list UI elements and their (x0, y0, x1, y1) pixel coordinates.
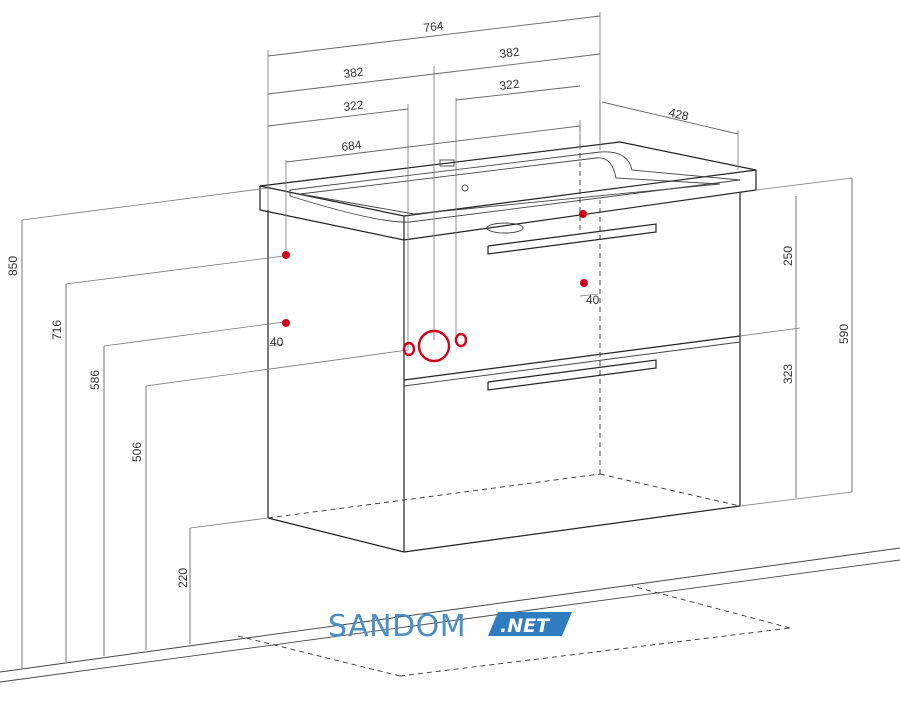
connection-point-upper-right (579, 210, 587, 218)
logo-badge (488, 612, 572, 636)
logo-badge-text: .NET (500, 615, 551, 637)
dim-428: 428 (667, 105, 690, 123)
water-inlet-right (454, 332, 468, 348)
connection-point-mid-right (580, 279, 588, 287)
right-dimensions (579, 177, 853, 507)
dim-850: 850 (6, 256, 20, 276)
dim-382-right: 382 (499, 45, 521, 61)
dim-40-left: 40 (270, 335, 284, 349)
dim-684: 684 (341, 138, 363, 154)
dim-716: 716 (50, 320, 64, 340)
dim-322-right: 322 (499, 77, 521, 93)
floor-plane (0, 547, 900, 683)
dim-506: 506 (130, 442, 144, 462)
dim-590: 590 (837, 324, 851, 344)
dim-250: 250 (781, 246, 795, 266)
logo-wordmark: SANDOM (328, 609, 466, 644)
water-inlet-left (402, 341, 416, 357)
connection-point-lower-left (282, 319, 290, 327)
dim-764: 764 (423, 19, 445, 35)
cabinet-body (259, 126, 757, 553)
connection-points (282, 210, 588, 363)
dim-323: 323 (781, 364, 795, 384)
dim-40-right: 40 (586, 293, 600, 307)
dim-586: 586 (88, 370, 102, 390)
connection-point-upper-left (282, 251, 290, 259)
drain-pipe-outlet (417, 329, 451, 363)
dim-322-left: 322 (343, 98, 365, 114)
left-dimensions (21, 187, 409, 668)
dim-220: 220 (176, 568, 190, 588)
dimension-labels: 764 382 382 322 322 684 428 850 716 586 … (6, 19, 851, 588)
sandom-logo: SANDOM .NET (328, 609, 572, 644)
dim-382-left: 382 (343, 65, 365, 81)
top-dimensions (267, 12, 739, 350)
